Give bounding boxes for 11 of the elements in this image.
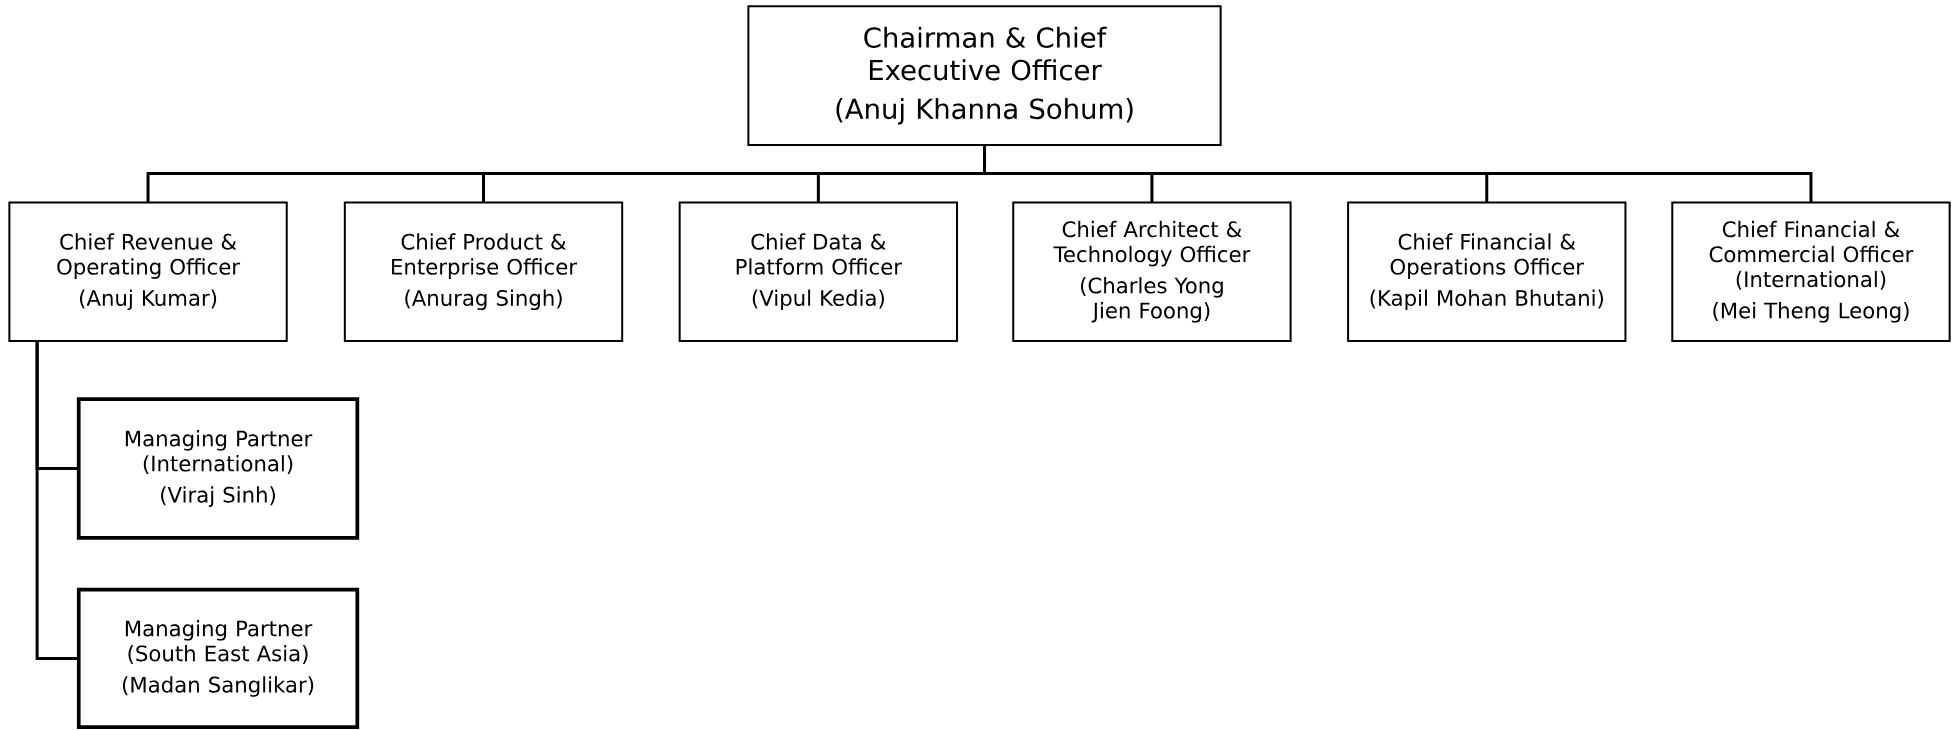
title-box: Chief Architect & Technology Officer (Charles Yong Jien Foong) [1012,201,1292,343]
connector-line [35,340,79,661]
connector-line [983,144,1813,204]
title-box: Managing Partner (International) (Viraj Sinh) [76,397,360,540]
title-box: Chief Product & Enterprise Officer (Anurag Singh) [343,201,624,343]
title-box: Chief Financial & Operations Officer (Kapil Mohan Bhutani) [1347,201,1627,343]
title-box: Chairman & Chief Executive Officer (Anuj Khanna Sohum) [747,5,1222,147]
title-box: Chief Financial & Commercial Officer (International) (Mei Theng Leong) [1671,201,1951,343]
title-box: Chief Data & Platform Officer (Vipul Kedia) [678,201,959,343]
title-box: Managing Partner (South East Asia) (Madan Sanglikar) [76,588,360,730]
title-box: Chief Revenue & Operating Officer (Anuj Kumar) [8,201,288,343]
